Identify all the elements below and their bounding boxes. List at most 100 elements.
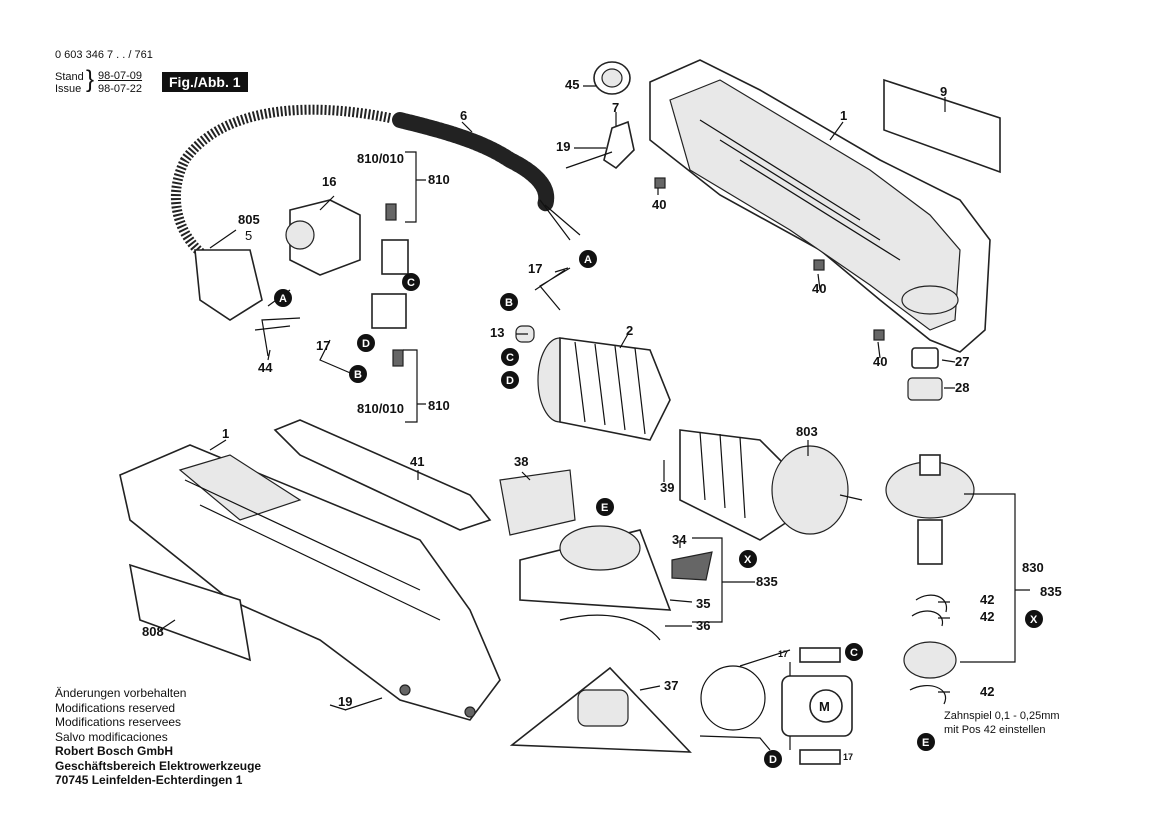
bearing-42 — [903, 641, 957, 679]
part-label-808: 808 — [142, 624, 164, 639]
part-label-17: 17 — [778, 649, 788, 659]
ref-marker-a-text: A — [584, 254, 592, 266]
cover-41 — [273, 419, 492, 531]
part-label-39: 39 — [660, 480, 674, 495]
part-34 — [671, 551, 713, 581]
date-brace: } — [86, 66, 95, 93]
label-sheet-808 — [128, 563, 252, 662]
nut-40b — [813, 259, 825, 271]
part-label-19: 19 — [556, 139, 570, 154]
figure-badge: Fig./Abb. 1 — [162, 72, 248, 92]
housing-half-top — [649, 59, 991, 353]
cable-sleeve-6 — [392, 112, 555, 213]
part-label-37: 37 — [664, 678, 678, 693]
part-label-40: 40 — [812, 281, 826, 296]
ref-marker-x-text: X — [1030, 614, 1038, 626]
ref-marker-d — [501, 371, 519, 389]
ref-marker-a — [579, 250, 597, 268]
part-label-810-010: 810/010 — [357, 401, 404, 416]
bracket-7 — [603, 120, 635, 170]
ref-marker-e-text: E — [601, 502, 608, 514]
ref-marker-c-text: C — [407, 277, 415, 289]
part-label-41: 41 — [410, 454, 424, 469]
ref-marker-e — [917, 733, 935, 751]
gear-830 — [885, 454, 975, 565]
washer-42a — [915, 594, 948, 613]
ref-marker-d — [764, 750, 782, 768]
part-label-810: 810 — [428, 398, 450, 413]
part-label-13: 13 — [490, 325, 504, 340]
part-label-810: 810 — [428, 172, 450, 187]
part-label-35: 35 — [696, 596, 710, 611]
power-cord — [170, 104, 391, 265]
company-line: Robert Bosch GmbH — [55, 744, 174, 758]
bearing-27 — [911, 347, 939, 369]
part-label-17: 17 — [316, 338, 330, 353]
ref-marker-e-text: E — [922, 737, 929, 749]
footer-notes: Änderungen vorbehalten Modifications res… — [55, 686, 261, 788]
ref-marker-a-text: A — [279, 293, 287, 305]
company-line: 70745 Leinfelden-Echterdingen 1 — [55, 773, 243, 787]
part-number: 0 603 346 7 . . / 761 — [55, 49, 153, 61]
ref-marker-x-text: X — [744, 554, 752, 566]
stand-label: Stand — [55, 71, 84, 83]
part-label-2: 2 — [626, 323, 633, 338]
part-label-835: 835 — [1040, 584, 1062, 599]
ref-marker-d-text: D — [506, 375, 514, 387]
ref-marker-c-text: C — [850, 647, 858, 659]
part-label-19: 19 — [338, 694, 352, 709]
part-label-6: 6 — [460, 108, 467, 123]
nut-40a — [654, 177, 666, 189]
company-line: Geschäftsbereich Elektrowerkzeuge — [55, 758, 262, 773]
ref-marker-x — [739, 550, 757, 568]
carbon-brush-upper — [385, 203, 397, 221]
note-line: Salvo modificaciones — [55, 729, 168, 744]
label-sheet-9 — [883, 78, 1001, 174]
part-label-805: 805 — [238, 212, 260, 227]
part-label-9: 9 — [940, 84, 947, 99]
part-label-42: 42 — [980, 592, 994, 607]
stator-2 — [537, 337, 671, 441]
circlip-42c — [909, 685, 947, 705]
ref-marker-c — [501, 348, 519, 366]
part-label-1: 1 — [222, 426, 229, 441]
part-label-42: 42 — [980, 684, 994, 699]
part-label-40: 40 — [873, 354, 887, 369]
screw-19-top — [565, 151, 613, 169]
ref-marker-x — [1025, 610, 1043, 628]
spring-36 — [559, 614, 661, 641]
part-label-45: 45 — [565, 77, 579, 92]
issue-label: Issue — [55, 83, 82, 95]
note-line: Modifications reserved — [55, 700, 176, 715]
part-label-1: 1 — [840, 108, 847, 123]
note-line: Modifications reservees — [55, 715, 182, 729]
part-label-810-010: 810/010 — [357, 151, 404, 166]
ref-marker-b — [500, 293, 518, 311]
part-label-36: 36 — [696, 618, 710, 633]
wiring-schematic — [699, 647, 853, 765]
ref-marker-b — [349, 365, 367, 383]
ref-marker-a — [274, 289, 292, 307]
ref-marker-d-text: D — [362, 338, 370, 350]
part-label-34: 34 — [672, 532, 687, 547]
part-label-40: 40 — [652, 197, 666, 212]
armature-803 — [679, 429, 863, 541]
ref-marker-e — [596, 498, 614, 516]
note-line: Änderungen vorbehalten — [55, 686, 187, 700]
part-label-830: 830 — [1022, 560, 1044, 575]
issue-date: 98-07-22 — [98, 83, 143, 95]
screw-19-bottom — [344, 697, 383, 711]
part-label-27: 27 — [955, 354, 969, 369]
nut-40c — [873, 329, 885, 341]
housing-half-bottom — [119, 444, 501, 721]
part-label-44: 44 — [258, 360, 273, 375]
filter-38 — [499, 469, 576, 536]
part-label-28: 28 — [955, 380, 969, 395]
ref-marker-c — [402, 273, 420, 291]
ref-marker-d-text: D — [769, 754, 777, 766]
part-label-42: 42 — [980, 609, 994, 624]
ref-marker-c — [845, 643, 863, 661]
brush-holder-upper — [381, 239, 409, 275]
washer-42b — [911, 610, 944, 627]
